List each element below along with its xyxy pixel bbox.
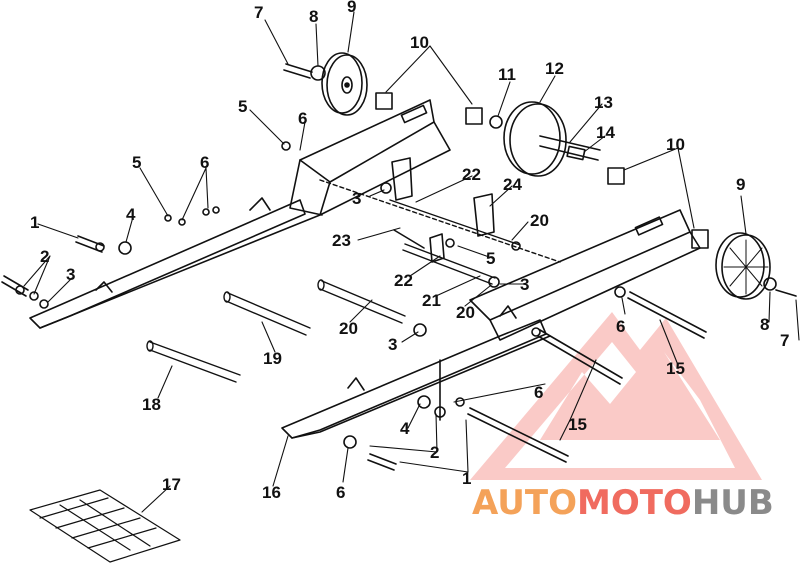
callout-label: 10 (666, 135, 685, 154)
callout-label: 23 (332, 231, 351, 250)
callout-label: 16 (262, 483, 281, 502)
callout-label: 20 (530, 211, 549, 230)
callout-label: 10 (410, 33, 429, 52)
callout-label: 6 (616, 317, 625, 336)
watermark-text: AUTOMOTOHUB (472, 483, 774, 523)
idler-wheel-right (715, 232, 771, 300)
callout-label: 11 (498, 65, 516, 84)
watermark-part2: MOTO (577, 483, 692, 523)
callout-label: 24 (503, 175, 522, 194)
upper-rail-top (289, 99, 451, 216)
callout-label: 2 (430, 443, 439, 462)
callout-label: 3 (352, 189, 361, 208)
watermark-triangle-logo (470, 312, 762, 480)
callout-label: 15 (568, 415, 587, 434)
left-upper-rail (29, 197, 321, 329)
leader-lines (23, 11, 800, 513)
callout-label: 21 (422, 291, 441, 310)
watermark-part1: AUTO (472, 483, 577, 523)
callout-label: 6 (200, 153, 209, 172)
brackets (391, 157, 495, 263)
callout-label: 12 (545, 59, 564, 78)
callout-label: 5 (486, 249, 495, 268)
callout-label: 5 (132, 153, 141, 172)
callout-label: 6 (534, 383, 543, 402)
small-hardware (1, 63, 797, 471)
callout-label: 3 (66, 265, 75, 284)
callout-label: 20 (456, 303, 475, 322)
callout-label: 7 (780, 331, 789, 350)
callout-label: 13 (594, 93, 613, 112)
callout-label: 22 (394, 271, 413, 290)
callout-label: 1 (30, 213, 39, 232)
long-bolts (467, 291, 707, 463)
watermark-part3: HUB (692, 483, 774, 523)
callout-numbers: 7 8 9 10 11 12 13 14 5 6 5 6 10 9 22 24 … (30, 0, 789, 502)
callout-label: 15 (666, 359, 685, 378)
callout-label: 20 (339, 319, 358, 338)
callout-label: 9 (347, 0, 356, 16)
callout-label: 19 (263, 349, 282, 368)
callout-label: 8 (309, 7, 318, 26)
idler-wheel-center (503, 101, 601, 177)
lower-rail (281, 305, 551, 439)
callout-label: 4 (400, 419, 410, 438)
callout-label: 4 (126, 205, 136, 224)
track-guide-plate (29, 489, 181, 563)
callout-label: 2 (40, 247, 49, 266)
callout-label: 17 (162, 475, 181, 494)
callout-label: 6 (336, 483, 345, 502)
callout-label: 7 (254, 3, 263, 22)
watermark-wordmark: AUTOMOTOHUB (472, 483, 774, 523)
spacer-blocks (375, 92, 709, 249)
callout-label: 18 (142, 395, 161, 414)
callout-label: 3 (520, 275, 529, 294)
upper-rail-right (469, 209, 701, 341)
callout-label: 9 (736, 175, 745, 194)
callout-label: 1 (462, 469, 471, 488)
callout-label: 3 (388, 335, 397, 354)
idler-wheel-top-left (321, 52, 368, 116)
callout-label: 22 (462, 165, 481, 184)
callout-label: 5 (238, 97, 247, 116)
callout-label: 6 (298, 109, 307, 128)
callout-label: 14 (596, 123, 615, 142)
callout-label: 8 (760, 315, 769, 334)
